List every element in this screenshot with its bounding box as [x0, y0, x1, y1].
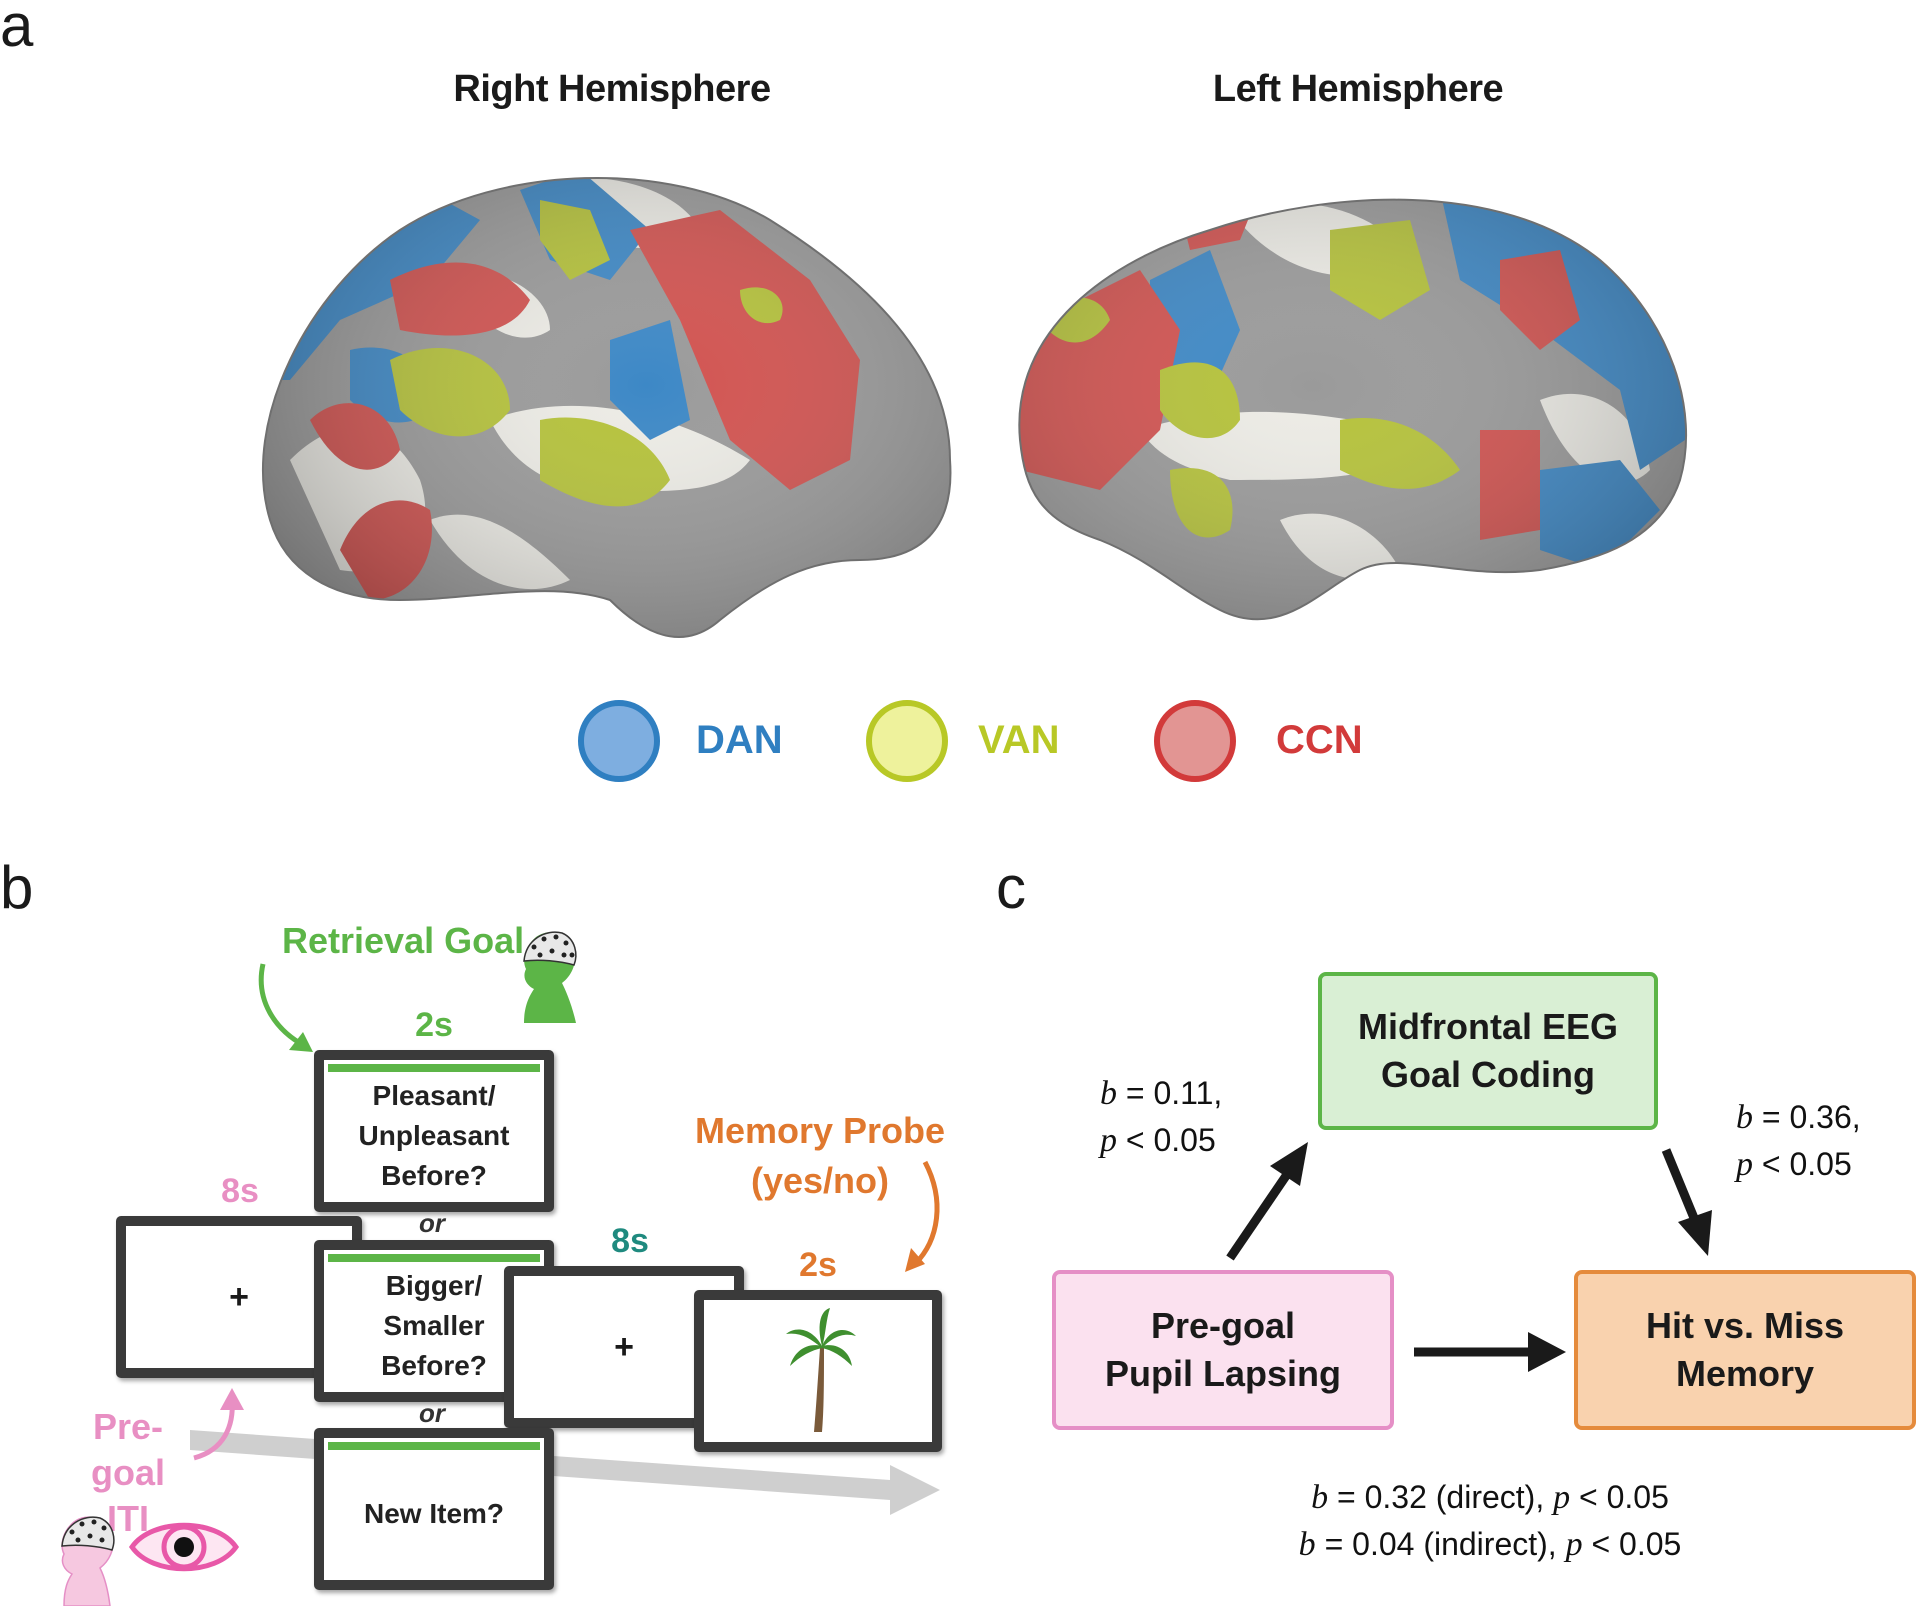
goal-q2-line2: Smaller [383, 1310, 485, 1341]
path-a-p-symbol: p [1100, 1122, 1117, 1159]
van-swatch [866, 700, 948, 782]
panel-a-label: a [0, 0, 34, 59]
goal-duration: 2s [415, 1006, 453, 1044]
path-b-p-symbol: p [1736, 1146, 1753, 1183]
path-a-stats: b = 0.11, p < 0.05 [1100, 1070, 1222, 1164]
probe-screen [694, 1290, 942, 1452]
outcome-line1: Hit vs. Miss [1645, 1305, 1845, 1346]
outcome-box: Hit vs. Miss Memory [1574, 1270, 1916, 1430]
goal-q1-line3: Before? [381, 1160, 487, 1191]
goal-q3-line1: New Item? [363, 1498, 505, 1529]
goal-bar [328, 1254, 540, 1262]
iti-duration: 8s [221, 1172, 259, 1210]
goal-screen-pleasantness: Pleasant/ Unpleasant Before? [314, 1050, 554, 1212]
path-b-p-value: < 0.05 [1761, 1146, 1852, 1182]
delay-duration: 8s [611, 1222, 649, 1260]
delay-fixation-cross: + [614, 1328, 634, 1366]
retrieval-goal-arrow [258, 963, 313, 1052]
path-a-p-value: < 0.05 [1125, 1122, 1216, 1158]
legend-ccn: CCN [1154, 700, 1363, 782]
path-a-b-value: = 0.11, [1125, 1075, 1223, 1111]
direct-p-value: < 0.05 [1579, 1479, 1669, 1515]
eeg-head-icon-green [523, 931, 577, 1023]
indirect-p-symbol: p [1565, 1526, 1583, 1563]
goal-q2-line3: Before? [381, 1350, 487, 1381]
mediation-arrows [1226, 1142, 1712, 1372]
predictor-box: Pre-goal Pupil Lapsing [1052, 1270, 1394, 1430]
panel-b-label: b [0, 854, 34, 921]
goal-bar [328, 1442, 540, 1450]
goal-q1-line1: Pleasant/ [372, 1080, 496, 1111]
pregoal-iti-label: Pre-goal ITI [58, 1404, 198, 1542]
legend-dan: DAN [578, 700, 783, 782]
or-label-1: or [419, 1208, 445, 1238]
path-a-arrow [1226, 1142, 1308, 1261]
path-b-arrow [1661, 1148, 1712, 1256]
direct-indirect-stats: b = 0.32 (direct), p < 0.05 b = 0.04 (in… [1290, 1474, 1690, 1568]
predictor-line1: Pre-goal [1150, 1305, 1296, 1346]
legend-van: VAN [866, 700, 1059, 782]
indirect-b-value: = 0.04 (indirect), [1324, 1526, 1557, 1562]
direct-b-value: = 0.32 (direct), [1337, 1479, 1545, 1515]
panel-c-label: c [996, 854, 1026, 921]
van-label: VAN [978, 718, 1060, 762]
ccn-swatch [1154, 700, 1236, 782]
left-hemisphere-brain [1018, 198, 1687, 621]
path-b-b-symbol: b [1736, 1099, 1753, 1136]
eeg-head-icon-pink [61, 1516, 115, 1606]
dan-swatch [578, 700, 660, 782]
mediator-box: Midfrontal EEG Goal Coding [1318, 972, 1658, 1130]
eye-icon [128, 1522, 240, 1572]
mediator-line2: Goal Coding [1381, 1054, 1595, 1095]
retrieval-goal-label: Retrieval Goal [282, 920, 525, 961]
direct-p-symbol: p [1553, 1479, 1571, 1516]
memory-probe-line2: (yes/no) [750, 1160, 890, 1201]
path-b-stats: b = 0.36, p < 0.05 [1736, 1094, 1861, 1188]
indirect-b-symbol: b [1298, 1526, 1316, 1563]
pregoal-iti-line2: ITI [107, 1498, 149, 1539]
path-c-arrow [1414, 1332, 1566, 1372]
path-a-b-symbol: b [1100, 1075, 1117, 1112]
memory-probe-arrow [905, 1160, 940, 1272]
iti-fixation-cross: + [229, 1278, 249, 1316]
outcome-line2: Memory [1675, 1353, 1815, 1394]
dan-label: DAN [696, 718, 783, 762]
palm-tree-icon [786, 1308, 856, 1432]
predictor-line2: Pupil Lapsing [1104, 1353, 1341, 1394]
right-hemisphere-title: Right Hemisphere [453, 68, 771, 110]
ccn-label: CCN [1276, 718, 1363, 762]
pregoal-iti-arrow [193, 1388, 244, 1461]
goal-bar [328, 1064, 540, 1072]
pregoal-iti-line1: Pre-goal [90, 1406, 165, 1493]
goal-q1-line2: Unpleasant [358, 1120, 510, 1151]
mediator-line1: Midfrontal EEG [1358, 1006, 1618, 1047]
or-label-2: or [419, 1398, 445, 1428]
memory-probe-line1: Memory Probe [694, 1110, 946, 1151]
goal-screen-new-item: New Item? [314, 1428, 554, 1590]
right-hemisphere-brain [261, 176, 952, 639]
indirect-p-value: < 0.05 [1591, 1526, 1682, 1562]
direct-b-symbol: b [1311, 1479, 1329, 1516]
left-hemisphere-title: Left Hemisphere [1212, 68, 1504, 110]
memory-probe-label: Memory Probe (yes/no) [690, 1106, 950, 1206]
probe-duration: 2s [799, 1246, 837, 1284]
goal-q2-line1: Bigger/ [385, 1270, 483, 1301]
path-b-b-value: = 0.36, [1761, 1099, 1861, 1135]
